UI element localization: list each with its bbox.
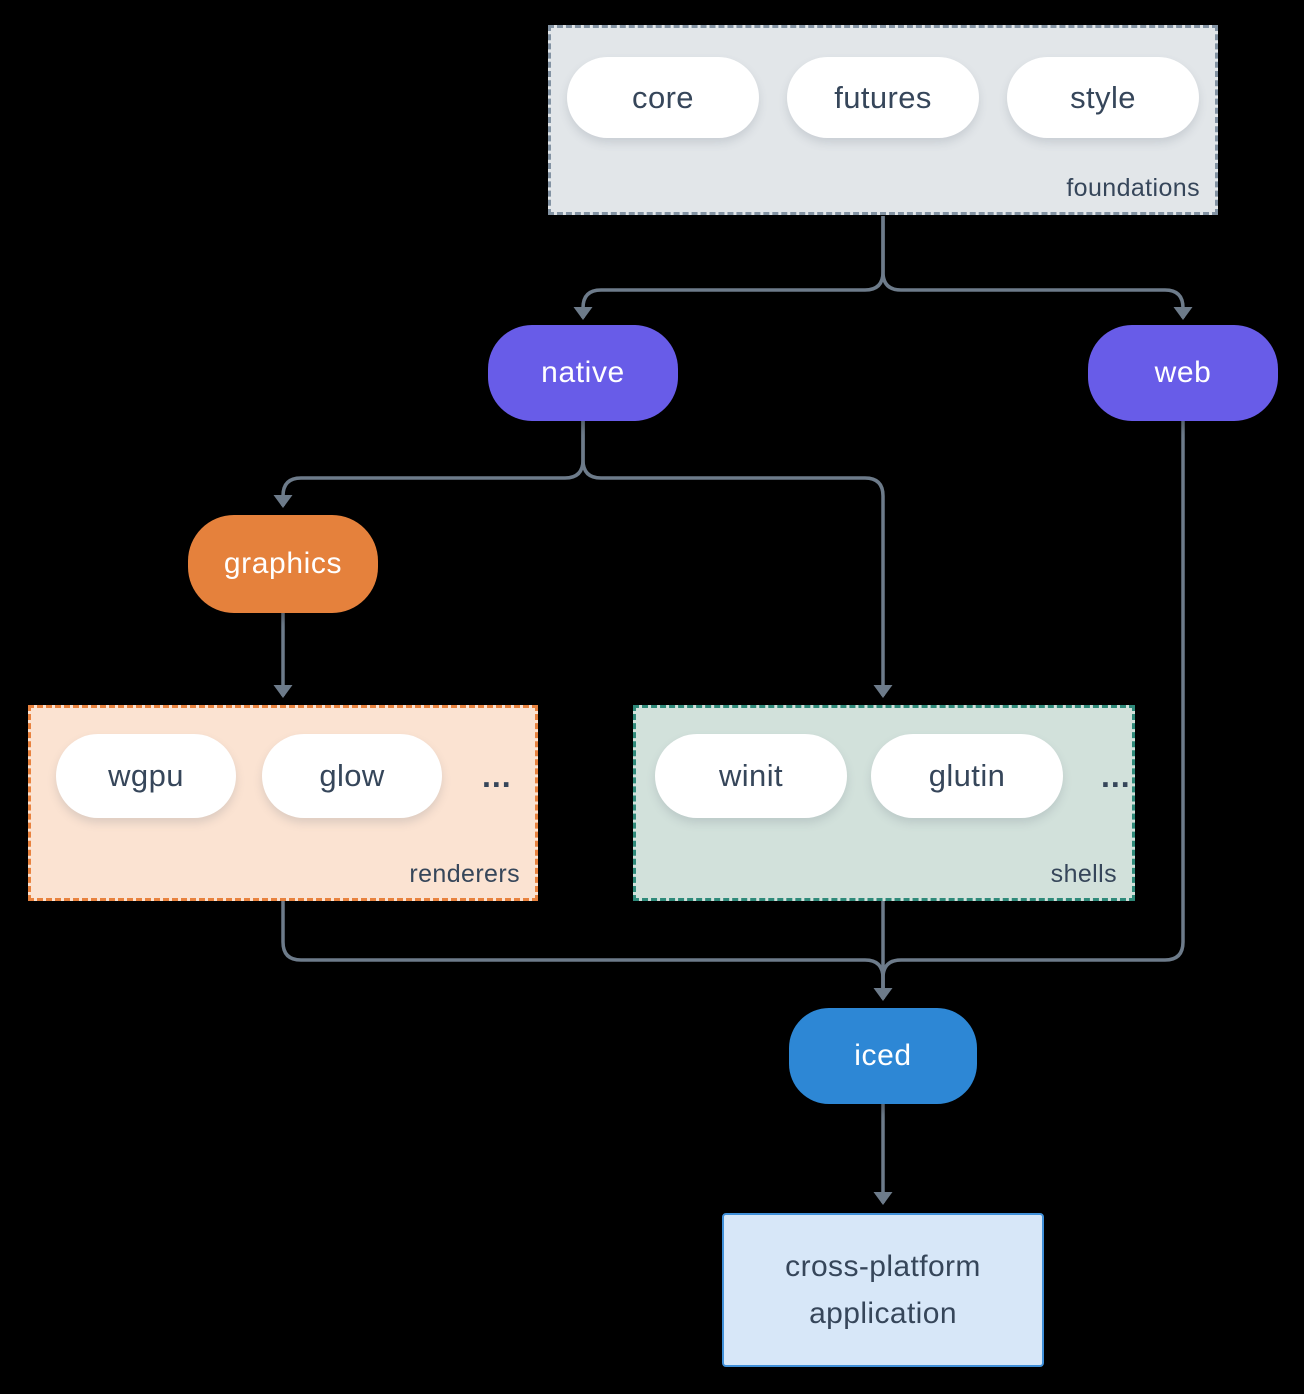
edge-native-shells bbox=[581, 421, 893, 698]
edge-foundations-native bbox=[573, 216, 885, 320]
shells-group: winit glutin ... shells bbox=[633, 705, 1135, 901]
foundations-group: core futures style foundations bbox=[548, 25, 1218, 215]
node-style: style bbox=[1007, 57, 1199, 138]
shells-label: shells bbox=[1050, 860, 1117, 888]
cross-platform-application-box: cross-platform application bbox=[722, 1213, 1044, 1367]
shells-ellipsis: ... bbox=[1101, 757, 1131, 794]
renderers-group: wgpu glow ... renderers bbox=[28, 705, 538, 901]
renderers-label: renderers bbox=[409, 860, 520, 888]
shells-pill-row: winit glutin ... bbox=[636, 708, 1132, 818]
node-iced: iced bbox=[789, 1008, 977, 1104]
edge-renderers-iced bbox=[281, 901, 885, 995]
foundations-pill-row: core futures style bbox=[551, 28, 1215, 138]
node-core: core bbox=[567, 57, 759, 138]
node-glutin: glutin bbox=[871, 734, 1063, 818]
node-native: native bbox=[488, 325, 678, 421]
node-graphics: graphics bbox=[188, 515, 378, 613]
renderers-pill-row: wgpu glow ... bbox=[31, 708, 535, 818]
node-glow: glow bbox=[262, 734, 442, 818]
renderers-ellipsis: ... bbox=[482, 757, 512, 794]
node-wgpu: wgpu bbox=[56, 734, 236, 818]
edge-foundations-web bbox=[881, 216, 1193, 320]
node-winit: winit bbox=[655, 734, 847, 818]
edge-native-graphics bbox=[273, 421, 585, 508]
foundations-label: foundations bbox=[1066, 174, 1200, 202]
node-futures: futures bbox=[787, 57, 979, 138]
node-web: web bbox=[1088, 325, 1278, 421]
